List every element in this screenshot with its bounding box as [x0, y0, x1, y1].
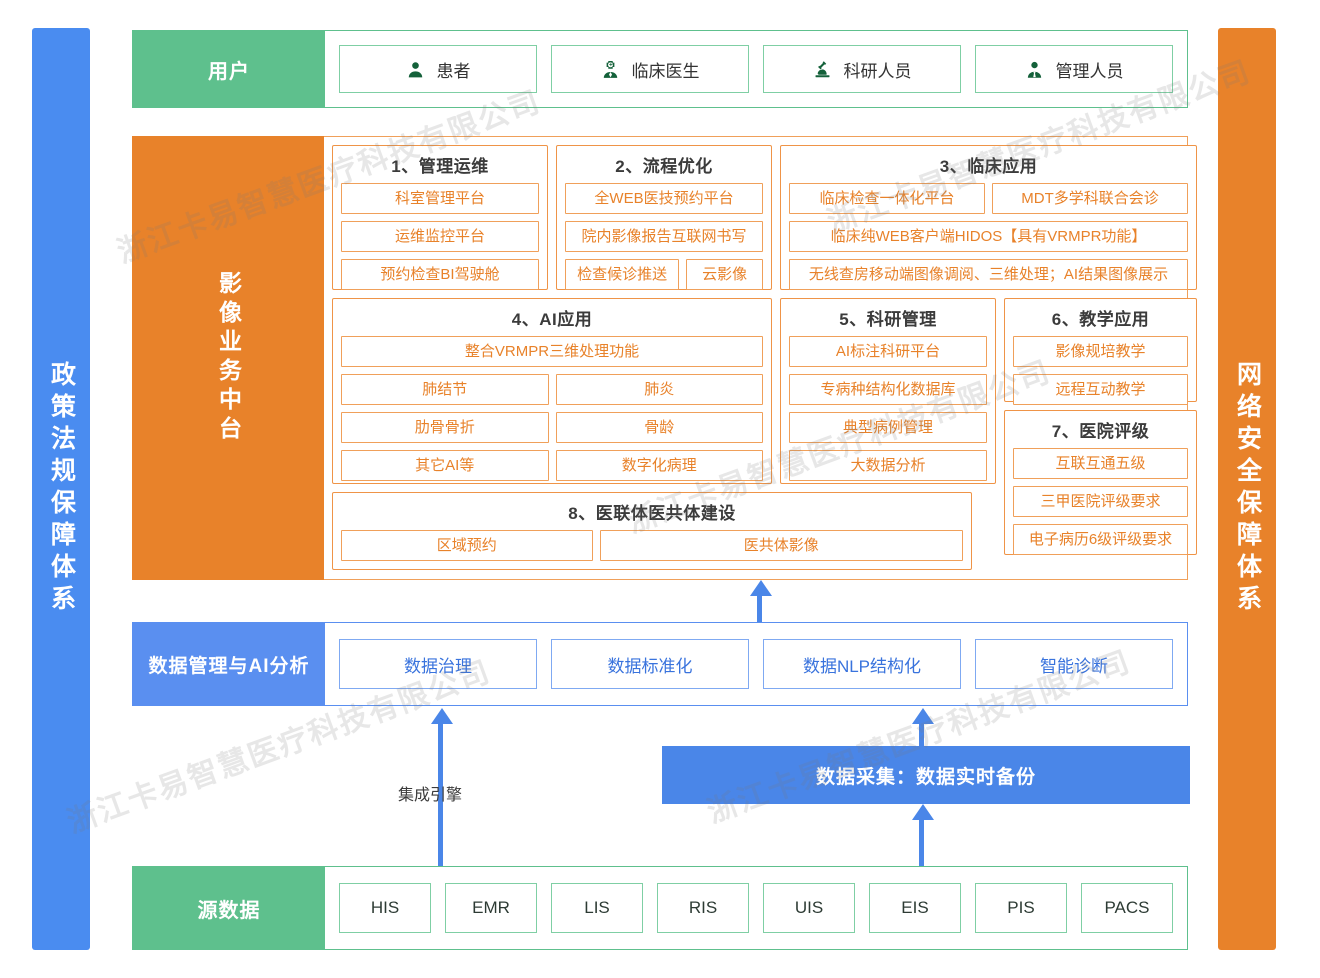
item-box[interactable]: 数字化病理	[555, 450, 763, 481]
user-chip-label: 患者	[436, 61, 471, 81]
item-box[interactable]: 肋骨骨折	[341, 412, 549, 443]
imaging-platform-label-bar: 影像业务中台	[132, 136, 324, 580]
users-row-label: 用户	[133, 31, 325, 107]
policy-regulation-sidebar: 政策法规保障体系	[32, 28, 90, 950]
group-medical-alliance: 8、医联体医共体建设 区域预约 医共体影像	[332, 492, 972, 570]
users-row: 用户 患者 临床医生 科研人员	[132, 30, 1188, 108]
item-box[interactable]: 运维监控平台	[341, 221, 539, 252]
item-box[interactable]: 骨龄	[555, 412, 763, 443]
data-collection-box: 数据采集：数据实时备份	[662, 746, 1190, 804]
item-box[interactable]: 区域预约	[341, 530, 593, 561]
imaging-platform-body: 1、管理运维 科室管理平台 运维监控平台 预约检查BI驾驶舱 2、流程优化 全W…	[324, 136, 1197, 580]
item-box[interactable]: 科室管理平台	[341, 183, 539, 214]
item-box[interactable]: 电子病历6级评级要求	[1013, 524, 1188, 555]
group-title: 1、管理运维	[391, 157, 489, 176]
source-chip-uis[interactable]: UIS	[763, 883, 855, 933]
item-box[interactable]: 临床检查一体化平台	[789, 183, 985, 214]
group-title: 8、医联体医共体建设	[568, 504, 736, 523]
group-ai-application: 4、AI应用 整合VRMPR三维处理功能 肺结节 肺炎 肋骨骨折 骨龄 其它AI…	[332, 298, 772, 484]
source-chip-lis[interactable]: LIS	[551, 883, 643, 933]
item-box[interactable]: 预约检查BI驾驶舱	[341, 259, 539, 290]
user-chip-administrator[interactable]: 管理人员	[975, 45, 1173, 93]
source-chip-emr[interactable]: EMR	[445, 883, 537, 933]
source-data-row-label: 源数据	[133, 867, 325, 949]
item-box[interactable]: 肺炎	[555, 374, 763, 405]
microscope-icon	[813, 60, 832, 79]
item-box[interactable]: 检查候诊推送	[565, 259, 680, 290]
connector-band: 集成引擎 数据采集：数据实时备份	[132, 706, 1190, 866]
integration-engine-label: 集成引擎	[398, 787, 463, 804]
group-management-ops: 1、管理运维 科室管理平台 运维监控平台 预约检查BI驾驶舱	[332, 145, 548, 290]
item-box[interactable]: 临床纯WEB客户端HIDOS【具有VRMPR功能】	[789, 221, 1188, 252]
users-row-body: 患者 临床医生 科研人员 管理人员	[325, 31, 1187, 107]
data-chip-nlp-structuring[interactable]: 数据NLP结构化	[763, 639, 961, 689]
item-box[interactable]: 全WEB医技预约平台	[565, 183, 763, 214]
item-box[interactable]: MDT多学科联合会诊	[992, 183, 1188, 214]
group-title: 7、医院评级	[1051, 422, 1150, 441]
doctor-icon	[601, 60, 620, 79]
group-research-management: 5、科研管理 AI标注科研平台 专病种结构化数据库 典型病例管理 大数据分析	[780, 298, 996, 484]
user-chip-label: 管理人员	[1055, 61, 1124, 81]
group-title: 5、科研管理	[839, 310, 937, 329]
item-box[interactable]: 典型病例管理	[789, 412, 987, 443]
item-box[interactable]: 整合VRMPR三维处理功能	[341, 336, 763, 367]
item-box[interactable]: AI标注科研平台	[789, 336, 987, 367]
group-clinical-application: 3、临床应用 临床检查一体化平台 MDT多学科联合会诊 临床纯WEB客户端HID…	[780, 145, 1197, 290]
item-box[interactable]: 三甲医院评级要求	[1013, 486, 1188, 517]
group-process-optimization: 2、流程优化 全WEB医技预约平台 院内影像报告互联网书写 检查候诊推送 云影像	[556, 145, 772, 290]
source-chip-ris[interactable]: RIS	[657, 883, 749, 933]
network-security-label: 网络安全保障体系	[1233, 361, 1262, 617]
user-chip-label: 科研人员	[843, 61, 912, 81]
group-title: 2、流程优化	[615, 157, 713, 176]
item-box[interactable]: 专病种结构化数据库	[789, 374, 987, 405]
source-chip-his[interactable]: HIS	[339, 883, 431, 933]
item-box[interactable]: 远程互动教学	[1013, 374, 1188, 405]
data-chip-standardization[interactable]: 数据标准化	[551, 639, 749, 689]
item-box[interactable]: 影像规培教学	[1013, 336, 1188, 367]
item-box[interactable]: 院内影像报告互联网书写	[565, 221, 763, 252]
data-management-row-label: 数据管理与AI分析	[133, 623, 325, 705]
item-box[interactable]: 医共体影像	[599, 530, 963, 561]
manager-icon	[1025, 60, 1044, 79]
imaging-platform-label: 影像业务中台	[215, 271, 242, 445]
group-teaching-application: 6、教学应用 影像规培教学 远程互动教学	[1004, 298, 1197, 405]
group-hospital-rating: 7、医院评级 互联互通五级 三甲医院评级要求 电子病历6级评级要求	[1004, 410, 1197, 555]
data-management-row-body: 数据治理 数据标准化 数据NLP结构化 智能诊断	[325, 623, 1187, 705]
item-box[interactable]: 无线查房移动端图像调阅、三维处理；AI结果图像展示	[789, 259, 1188, 290]
item-box[interactable]: 云影像	[686, 259, 763, 290]
item-box[interactable]: 互联互通五级	[1013, 448, 1188, 479]
source-chip-pacs[interactable]: PACS	[1081, 883, 1173, 933]
network-security-sidebar: 网络安全保障体系	[1218, 28, 1276, 950]
user-chip-patient[interactable]: 患者	[339, 45, 537, 93]
person-icon	[406, 60, 425, 79]
user-chip-label: 临床医生	[631, 61, 700, 81]
source-chip-pis[interactable]: PIS	[975, 883, 1067, 933]
imaging-business-platform: 影像业务中台 1、管理运维 科室管理平台 运维监控平台 预约检查BI驾驶舱 2、…	[132, 136, 1197, 580]
group-title: 3、临床应用	[939, 157, 1038, 176]
user-chip-clinician[interactable]: 临床医生	[551, 45, 749, 93]
item-box[interactable]: 其它AI等	[341, 450, 549, 481]
user-chip-researcher[interactable]: 科研人员	[763, 45, 961, 93]
policy-regulation-label: 政策法规保障体系	[47, 361, 76, 617]
item-box[interactable]: 大数据分析	[789, 450, 987, 481]
group-title: 6、教学应用	[1051, 310, 1150, 329]
source-chip-eis[interactable]: EIS	[869, 883, 961, 933]
group-title: 4、AI应用	[511, 310, 593, 329]
item-box[interactable]: 肺结节	[341, 374, 549, 405]
data-chip-governance[interactable]: 数据治理	[339, 639, 537, 689]
source-data-row-body: HIS EMR LIS RIS UIS EIS PIS PACS	[325, 867, 1187, 949]
data-management-row: 数据管理与AI分析 数据治理 数据标准化 数据NLP结构化 智能诊断	[132, 622, 1188, 706]
source-data-row: 源数据 HIS EMR LIS RIS UIS EIS PIS PACS	[132, 866, 1188, 950]
data-chip-intelligent-diagnosis[interactable]: 智能诊断	[975, 639, 1173, 689]
